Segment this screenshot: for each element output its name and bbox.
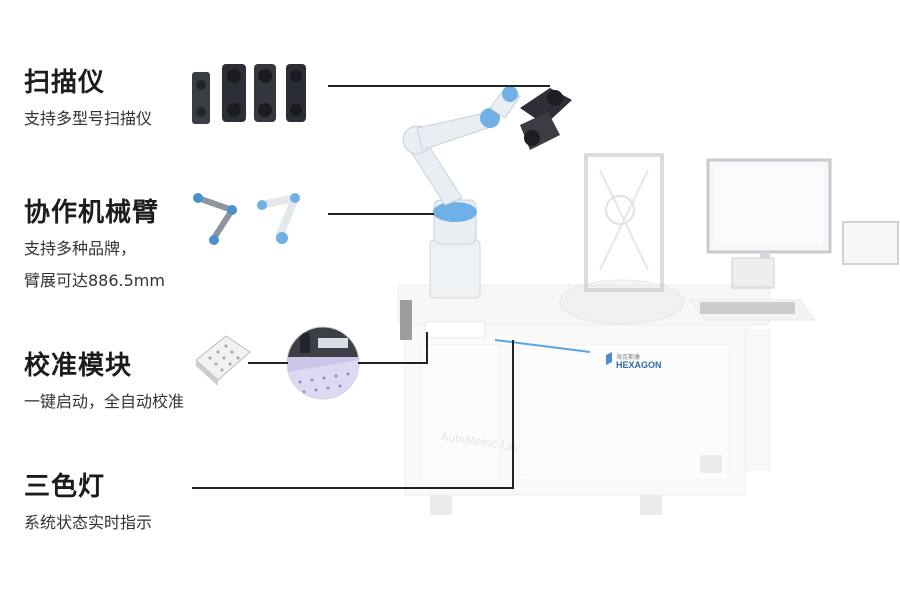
calibration-zoom-circle <box>286 326 360 400</box>
feature-title: 三色灯 <box>24 472 106 502</box>
feature-desc: 支持多种品牌， 臂展可达886.5mm <box>24 236 165 294</box>
light-leader-line <box>192 487 514 489</box>
feature-scanner: 扫描仪 支持多型号扫描仪 <box>24 66 152 132</box>
hexagon-logo: 海克斯康 HEXAGON <box>606 352 662 370</box>
feature-desc-line: 臂展可达886.5mm <box>24 271 165 290</box>
robot-arm-leader-line <box>328 213 434 215</box>
robot-arm-thumbnails <box>193 193 300 245</box>
calibration-zoom-leader-line <box>358 362 426 364</box>
scanner-thumb-1 <box>192 72 210 124</box>
robot-thumb-2 <box>257 193 300 244</box>
robot-arm <box>402 86 572 299</box>
feature-desc-line: 支持多种品牌， <box>24 239 137 258</box>
calibration-plate-thumbnail <box>195 335 251 386</box>
cabinet <box>397 284 816 515</box>
scanner-thumb-2 <box>222 64 246 122</box>
fixture <box>559 153 685 325</box>
feature-tri-color-light: 三色灯 系统状态实时指示 <box>24 470 152 536</box>
scanner-leader-line <box>328 85 550 87</box>
feature-desc: 一键启动，全自动校准 <box>24 392 185 411</box>
scanner-thumb-3 <box>254 64 276 122</box>
feature-calibration: 校准模块 一键启动，全自动校准 <box>24 349 184 415</box>
light-leader-rise <box>512 340 514 489</box>
feature-robot-arm: 协作机械臂 支持多种品牌， 臂展可达886.5mm <box>24 196 165 294</box>
feature-desc: 支持多型号扫描仪 <box>24 109 153 128</box>
mounted-scanner <box>520 88 572 150</box>
calibration-leader-drop <box>426 332 428 364</box>
feature-desc: 系统状态实时指示 <box>24 513 153 532</box>
accent-light-strip <box>494 339 591 353</box>
monitor <box>706 158 899 289</box>
logo-text: HEXAGON <box>616 360 662 370</box>
scanner-thumbnails <box>192 64 306 124</box>
calibration-leader-line <box>248 362 288 364</box>
scanner-thumb-4 <box>286 64 306 122</box>
feature-title: 扫描仪 <box>24 68 106 98</box>
feature-title: 协作机械臂 <box>24 198 160 228</box>
robot-thumb-1 <box>193 193 237 245</box>
feature-title: 校准模块 <box>24 351 133 381</box>
logo-cn: 海克斯康 <box>616 353 640 361</box>
